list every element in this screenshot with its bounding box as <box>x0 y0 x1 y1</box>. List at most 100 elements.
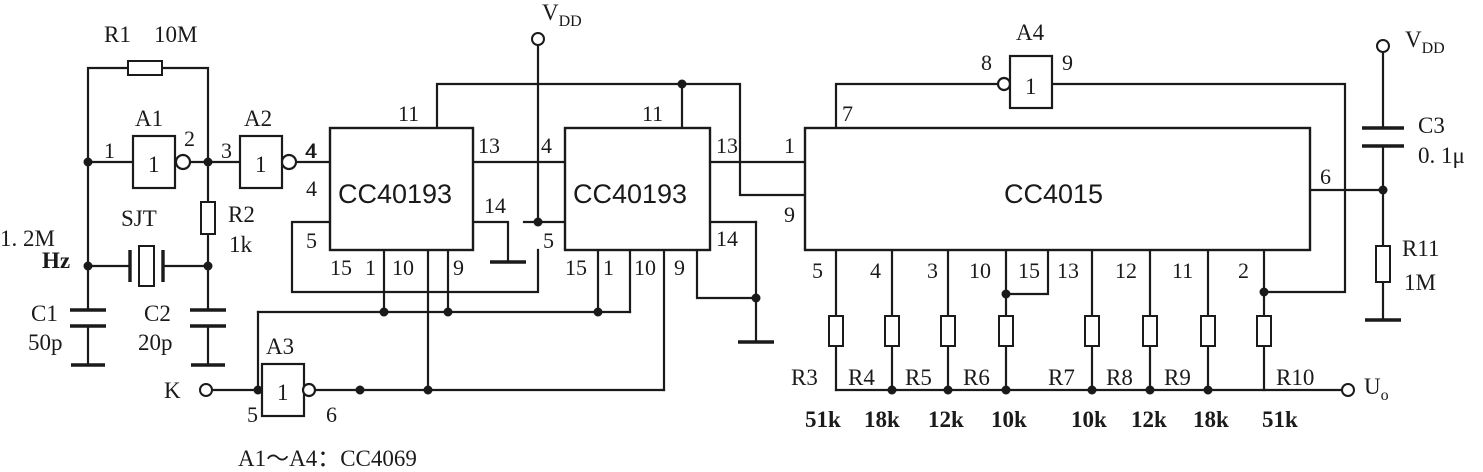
c3-name: C3 <box>1418 113 1445 138</box>
c2-name: C2 <box>144 301 171 326</box>
capacitor-c1 <box>70 308 106 328</box>
gate-a1-mark: 1 <box>148 152 160 177</box>
svg-text:1: 1 <box>784 133 795 158</box>
svg-text:18k: 18k <box>1193 407 1229 432</box>
svg-text:11: 11 <box>1172 258 1193 283</box>
gate-a4-name: A4 <box>1016 20 1045 45</box>
svg-text:R7: R7 <box>1048 365 1075 390</box>
gate-a4 <box>996 54 1054 110</box>
svg-text:15: 15 <box>330 255 352 280</box>
vdd-terminal-left <box>531 32 545 46</box>
svg-text:4: 4 <box>306 138 317 163</box>
svg-text:18k: 18k <box>864 407 900 432</box>
svg-text:7: 7 <box>842 101 853 126</box>
svg-text:3: 3 <box>221 138 232 163</box>
svg-text:13: 13 <box>478 133 500 158</box>
svg-text:51k: 51k <box>1262 407 1298 432</box>
svg-text:5: 5 <box>812 258 823 283</box>
pin-numbers: 1 2 3 4 5 6 8 9 4 4 5 11 13 14 15 1 10 9… <box>104 50 1331 427</box>
svg-text:2: 2 <box>1238 258 1249 283</box>
input-k-label: K <box>164 378 181 403</box>
svg-text:1: 1 <box>104 138 115 163</box>
svg-text:R9: R9 <box>1164 365 1191 390</box>
svg-text:4: 4 <box>541 133 552 158</box>
svg-text:10: 10 <box>392 255 414 280</box>
chip-u2 <box>563 126 712 252</box>
svg-text:5: 5 <box>543 228 554 253</box>
crystal-name: SJT <box>121 206 157 231</box>
svg-text:R8: R8 <box>1106 365 1133 390</box>
resistor-ladder <box>828 315 1272 347</box>
gates-chip-note: A1～A4：CC4069 <box>238 446 417 471</box>
resistor-r7 <box>1084 315 1100 347</box>
svg-text:12k: 12k <box>1131 407 1167 432</box>
gate-a4-mark: 1 <box>1025 74 1037 99</box>
svg-text:R5: R5 <box>905 365 932 390</box>
r1-name: R1 <box>104 22 131 47</box>
resistor-r10 <box>1256 315 1272 347</box>
resistor-r8 <box>1142 315 1158 347</box>
resistor-r3 <box>828 315 844 347</box>
c3-value: 0. 1μ <box>1418 143 1465 168</box>
svg-text:6: 6 <box>326 402 337 427</box>
svg-text:5: 5 <box>306 228 317 253</box>
crystal-sjt <box>128 245 165 287</box>
svg-text:6: 6 <box>1320 164 1331 189</box>
svg-text:8: 8 <box>981 50 992 75</box>
svg-text:12k: 12k <box>928 407 964 432</box>
r2-name: R2 <box>228 202 255 227</box>
svg-text:11: 11 <box>398 101 419 126</box>
ground-symbols <box>71 260 1401 367</box>
gate-a3 <box>260 362 317 418</box>
svg-text:15: 15 <box>1018 258 1040 283</box>
r1-value: 10M <box>154 22 197 47</box>
svg-text:R4: R4 <box>848 365 875 390</box>
svg-text:3: 3 <box>927 258 938 283</box>
svg-text:13: 13 <box>716 133 738 158</box>
gate-a3-name: A3 <box>266 334 294 359</box>
resistor-r1 <box>127 60 163 76</box>
svg-text:R6: R6 <box>963 365 990 390</box>
resistor-r11 <box>1375 245 1391 283</box>
svg-text:4: 4 <box>306 176 317 201</box>
resistor-r2 <box>200 201 216 235</box>
resistor-r9 <box>1200 315 1216 347</box>
vdd-label-left: VDD <box>542 0 582 30</box>
svg-text:5: 5 <box>247 402 258 427</box>
svg-text:10k: 10k <box>1071 407 1107 432</box>
chip-u2-name: CC40193 <box>573 179 687 209</box>
c1-value: 50p <box>28 330 63 355</box>
wiring <box>86 44 1385 392</box>
gate-a2-mark: 1 <box>255 152 267 177</box>
chip-u1-name: CC40193 <box>338 179 452 209</box>
resistor-r5 <box>940 315 956 347</box>
vdd-terminal-right <box>1376 39 1390 53</box>
svg-text:9: 9 <box>1062 50 1073 75</box>
ladder-labels: R3 R4 R5 R6 R7 R8 R9 R10 51k 18k 12k 10k… <box>791 365 1314 432</box>
crystal-freq-line2: Hz <box>42 248 70 273</box>
junction-dots <box>83 79 1388 395</box>
vdd-label-right: VDD <box>1405 27 1445 57</box>
svg-text:9: 9 <box>674 255 685 280</box>
svg-text:10: 10 <box>634 255 656 280</box>
chip-u3-name: CC4015 <box>1004 179 1103 209</box>
svg-text:14: 14 <box>716 226 738 251</box>
svg-text:13: 13 <box>1057 258 1079 283</box>
svg-text:4: 4 <box>305 138 316 163</box>
gate-a1 <box>131 134 192 190</box>
capacitor-c3 <box>1362 126 1404 148</box>
capacitor-c2 <box>190 308 226 328</box>
svg-text:15: 15 <box>565 255 587 280</box>
r2-value: 1k <box>229 232 253 257</box>
gate-a3-mark: 1 <box>277 380 289 405</box>
crystal-freq-line1: 1. 2M <box>0 226 55 251</box>
svg-text:1: 1 <box>603 255 614 280</box>
r11-value: 1M <box>1404 270 1436 295</box>
resistor-r6 <box>998 315 1014 347</box>
output-label: Uo <box>1364 374 1389 404</box>
resistor-r4 <box>884 315 900 347</box>
svg-text:9: 9 <box>453 255 464 280</box>
c1-name: C1 <box>31 301 58 326</box>
r11-name: R11 <box>1402 236 1440 261</box>
svg-text:12: 12 <box>1115 258 1137 283</box>
